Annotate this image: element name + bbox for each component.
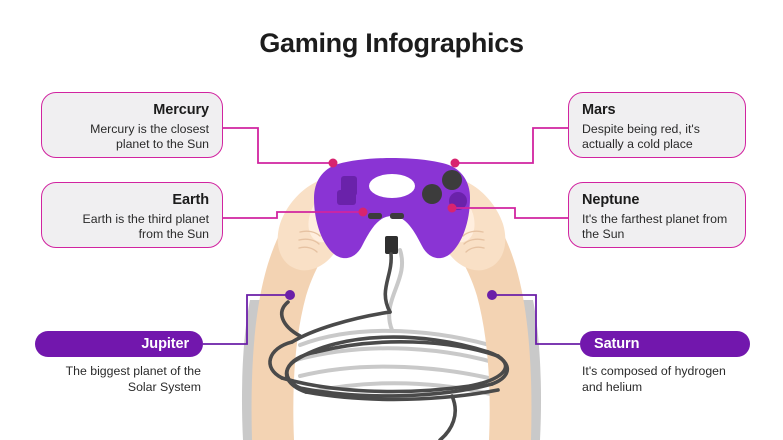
card-earth-body: Earth is the third planet from the Sun (82, 211, 209, 242)
connector-lines (203, 127, 580, 345)
dot-neptune (447, 203, 457, 213)
card-saturn[interactable]: Saturn It's composed of hydrogen and hel… (580, 331, 750, 395)
dot-mars (450, 158, 460, 168)
start-button (390, 213, 404, 219)
action-button-top (442, 170, 462, 190)
connector-mars (455, 127, 568, 164)
card-earth[interactable]: Earth Earth is the third planet from the… (41, 182, 223, 248)
card-neptune-body: It's the farthest planet from the Sun (582, 211, 728, 242)
card-earth-title: Earth (172, 192, 209, 208)
card-jupiter-title: Jupiter (35, 331, 203, 357)
connector-saturn (492, 294, 580, 345)
card-saturn-body: It's composed of hydrogen and helium (582, 364, 726, 394)
dot-saturn (487, 290, 497, 300)
controller-center-oval (369, 174, 415, 198)
card-jupiter-body: The biggest planet of the Solar System (65, 364, 201, 394)
dot-earth (358, 207, 368, 217)
card-neptune[interactable]: Neptune It's the farthest planet from th… (568, 182, 746, 248)
action-button-left (422, 184, 442, 204)
card-mercury[interactable]: Mercury Mercury is the closest planet to… (41, 92, 223, 158)
dot-mercury (328, 158, 338, 168)
connector-jupiter (203, 294, 290, 345)
card-mars-body: Despite being red, it's actually a cold … (582, 121, 700, 152)
card-mercury-title: Mercury (153, 102, 209, 118)
card-mars-title: Mars (582, 102, 616, 118)
card-neptune-title: Neptune (582, 192, 640, 208)
connector-earth (223, 211, 363, 219)
card-mars[interactable]: Mars Despite being red, it's actually a … (568, 92, 746, 158)
card-saturn-title: Saturn (580, 331, 750, 357)
cable-plug (385, 236, 398, 254)
left-knuckle-lines (298, 230, 321, 253)
connector-mercury (223, 127, 333, 164)
dpad-horizontal (337, 190, 356, 205)
page-title: Gaming Infographics (259, 28, 524, 58)
card-mercury-body: Mercury is the closest planet to the Sun (90, 121, 209, 152)
controller-cable (268, 252, 510, 440)
right-knuckle-lines (462, 230, 485, 253)
card-jupiter[interactable]: Jupiter The biggest planet of the Solar … (35, 331, 203, 395)
dot-jupiter (285, 290, 295, 300)
connector-neptune (452, 207, 568, 219)
select-button (368, 213, 382, 219)
